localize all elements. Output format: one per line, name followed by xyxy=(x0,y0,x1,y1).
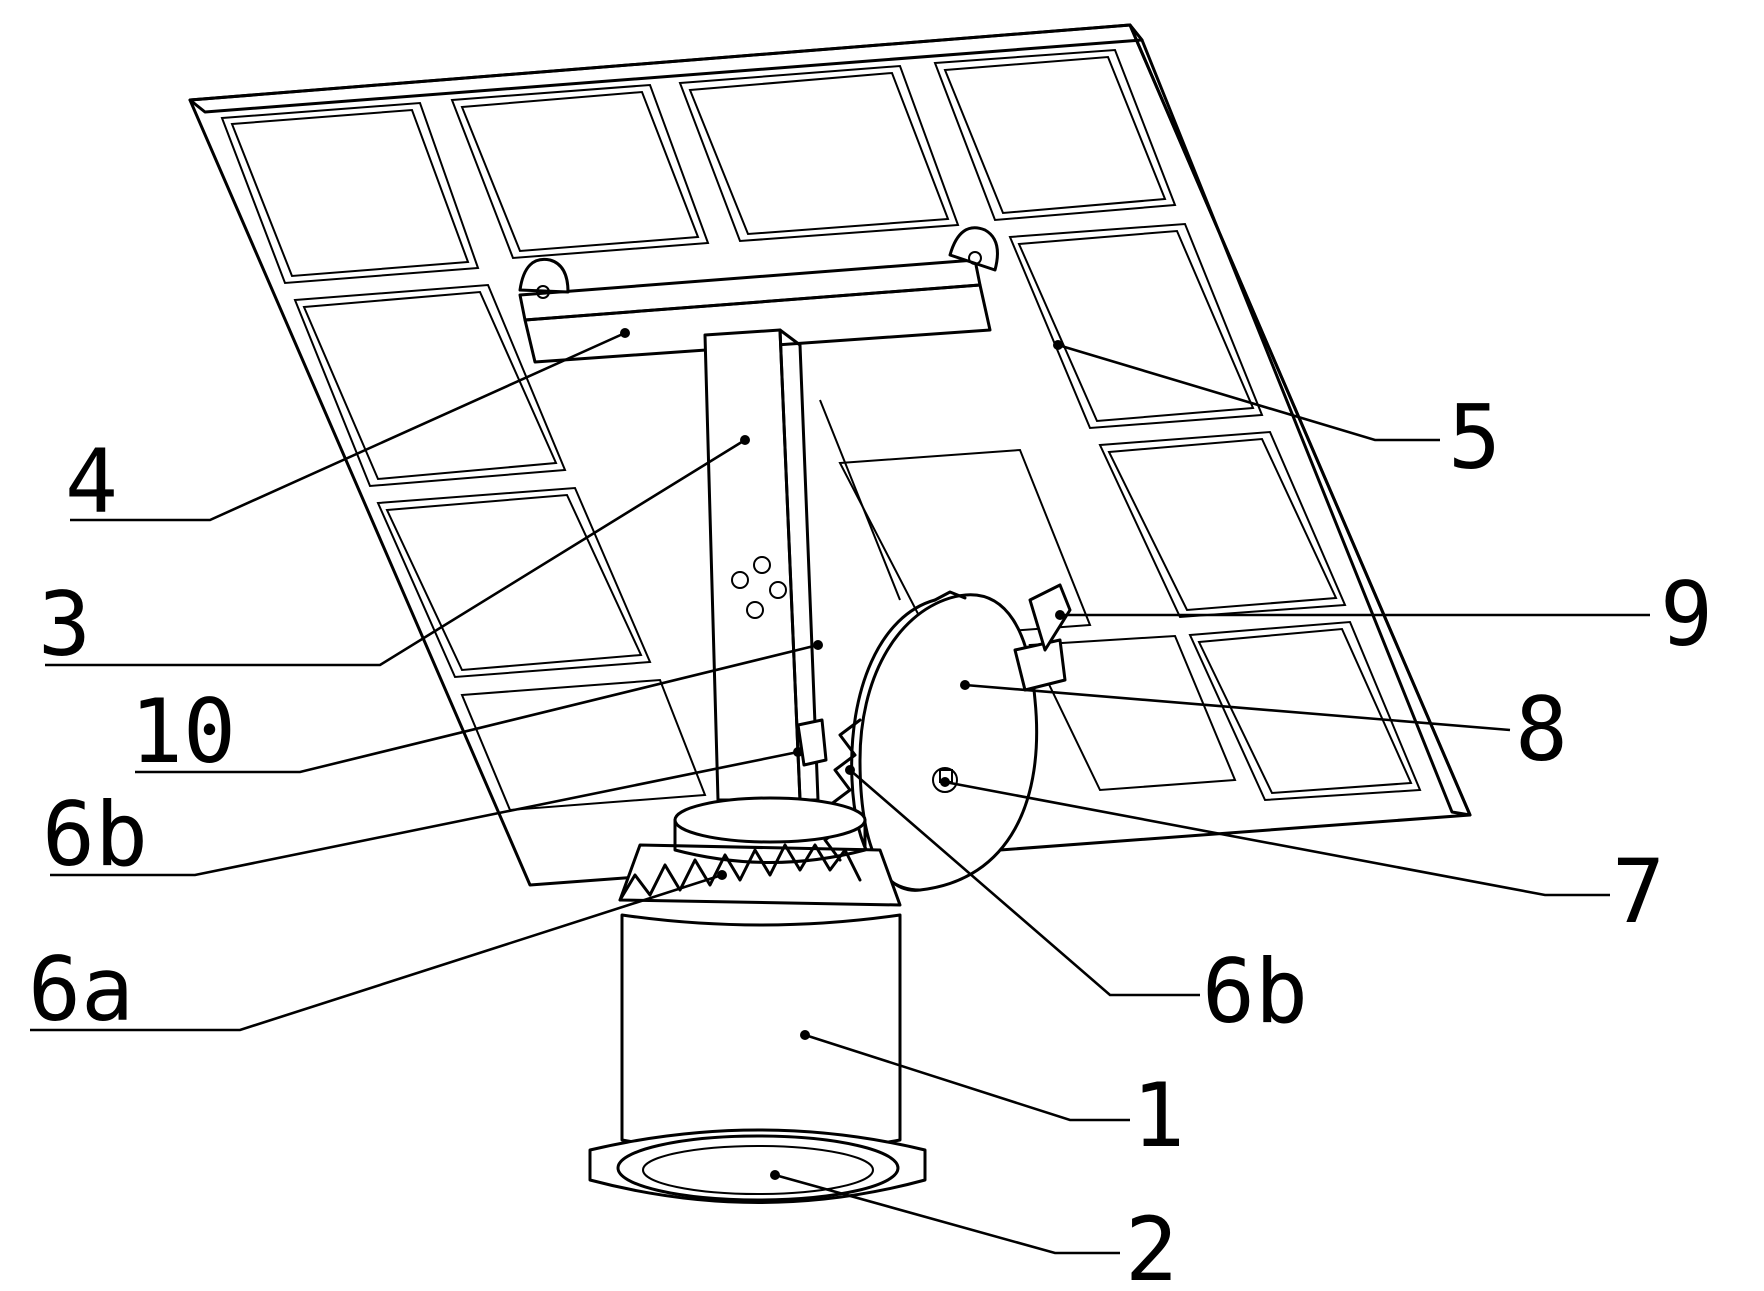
callout-label-2: 2 xyxy=(1125,1198,1178,1291)
panel-cells xyxy=(220,48,1422,812)
callout-4: 4 xyxy=(65,328,630,533)
cross-bar xyxy=(518,226,999,364)
callout-label-3: 3 xyxy=(38,573,91,676)
callout-10: 9 xyxy=(1055,563,1713,666)
solar-panel xyxy=(188,23,1472,887)
callout-3: 3 xyxy=(38,435,750,676)
callout-8: 7 xyxy=(940,777,1665,943)
callouts: 4 3 10 6b 6a 1 2 xyxy=(28,328,1713,1291)
callout-11: 10 xyxy=(130,640,823,783)
bevel-gears xyxy=(618,718,902,907)
callout-label-1: 1 xyxy=(1132,1064,1185,1167)
callout-label-8: 7 xyxy=(1612,840,1665,943)
callout-1: 1 xyxy=(800,1030,1185,1167)
callout-label-6a: 6a xyxy=(28,938,134,1041)
callout-label-5: 5 xyxy=(1448,386,1501,489)
callout-label-6b: 6b xyxy=(1202,940,1308,1043)
callout-label-4: 4 xyxy=(65,430,118,533)
base-cylinder xyxy=(588,913,927,1204)
callout-label-11: 10 xyxy=(130,680,236,783)
callout-2: 2 xyxy=(770,1170,1178,1291)
callout-9: 8 xyxy=(960,678,1568,781)
callout-label-10: 9 xyxy=(1660,563,1713,666)
gear-housing xyxy=(850,583,1072,892)
callout-7: 6b xyxy=(42,747,803,886)
callout-6a: 6a xyxy=(28,870,727,1041)
callout-label-9: 8 xyxy=(1515,678,1568,781)
callout-label-7: 6b xyxy=(42,783,148,886)
callout-5: 5 xyxy=(1053,340,1501,489)
callout-6b: 6b xyxy=(845,765,1308,1043)
